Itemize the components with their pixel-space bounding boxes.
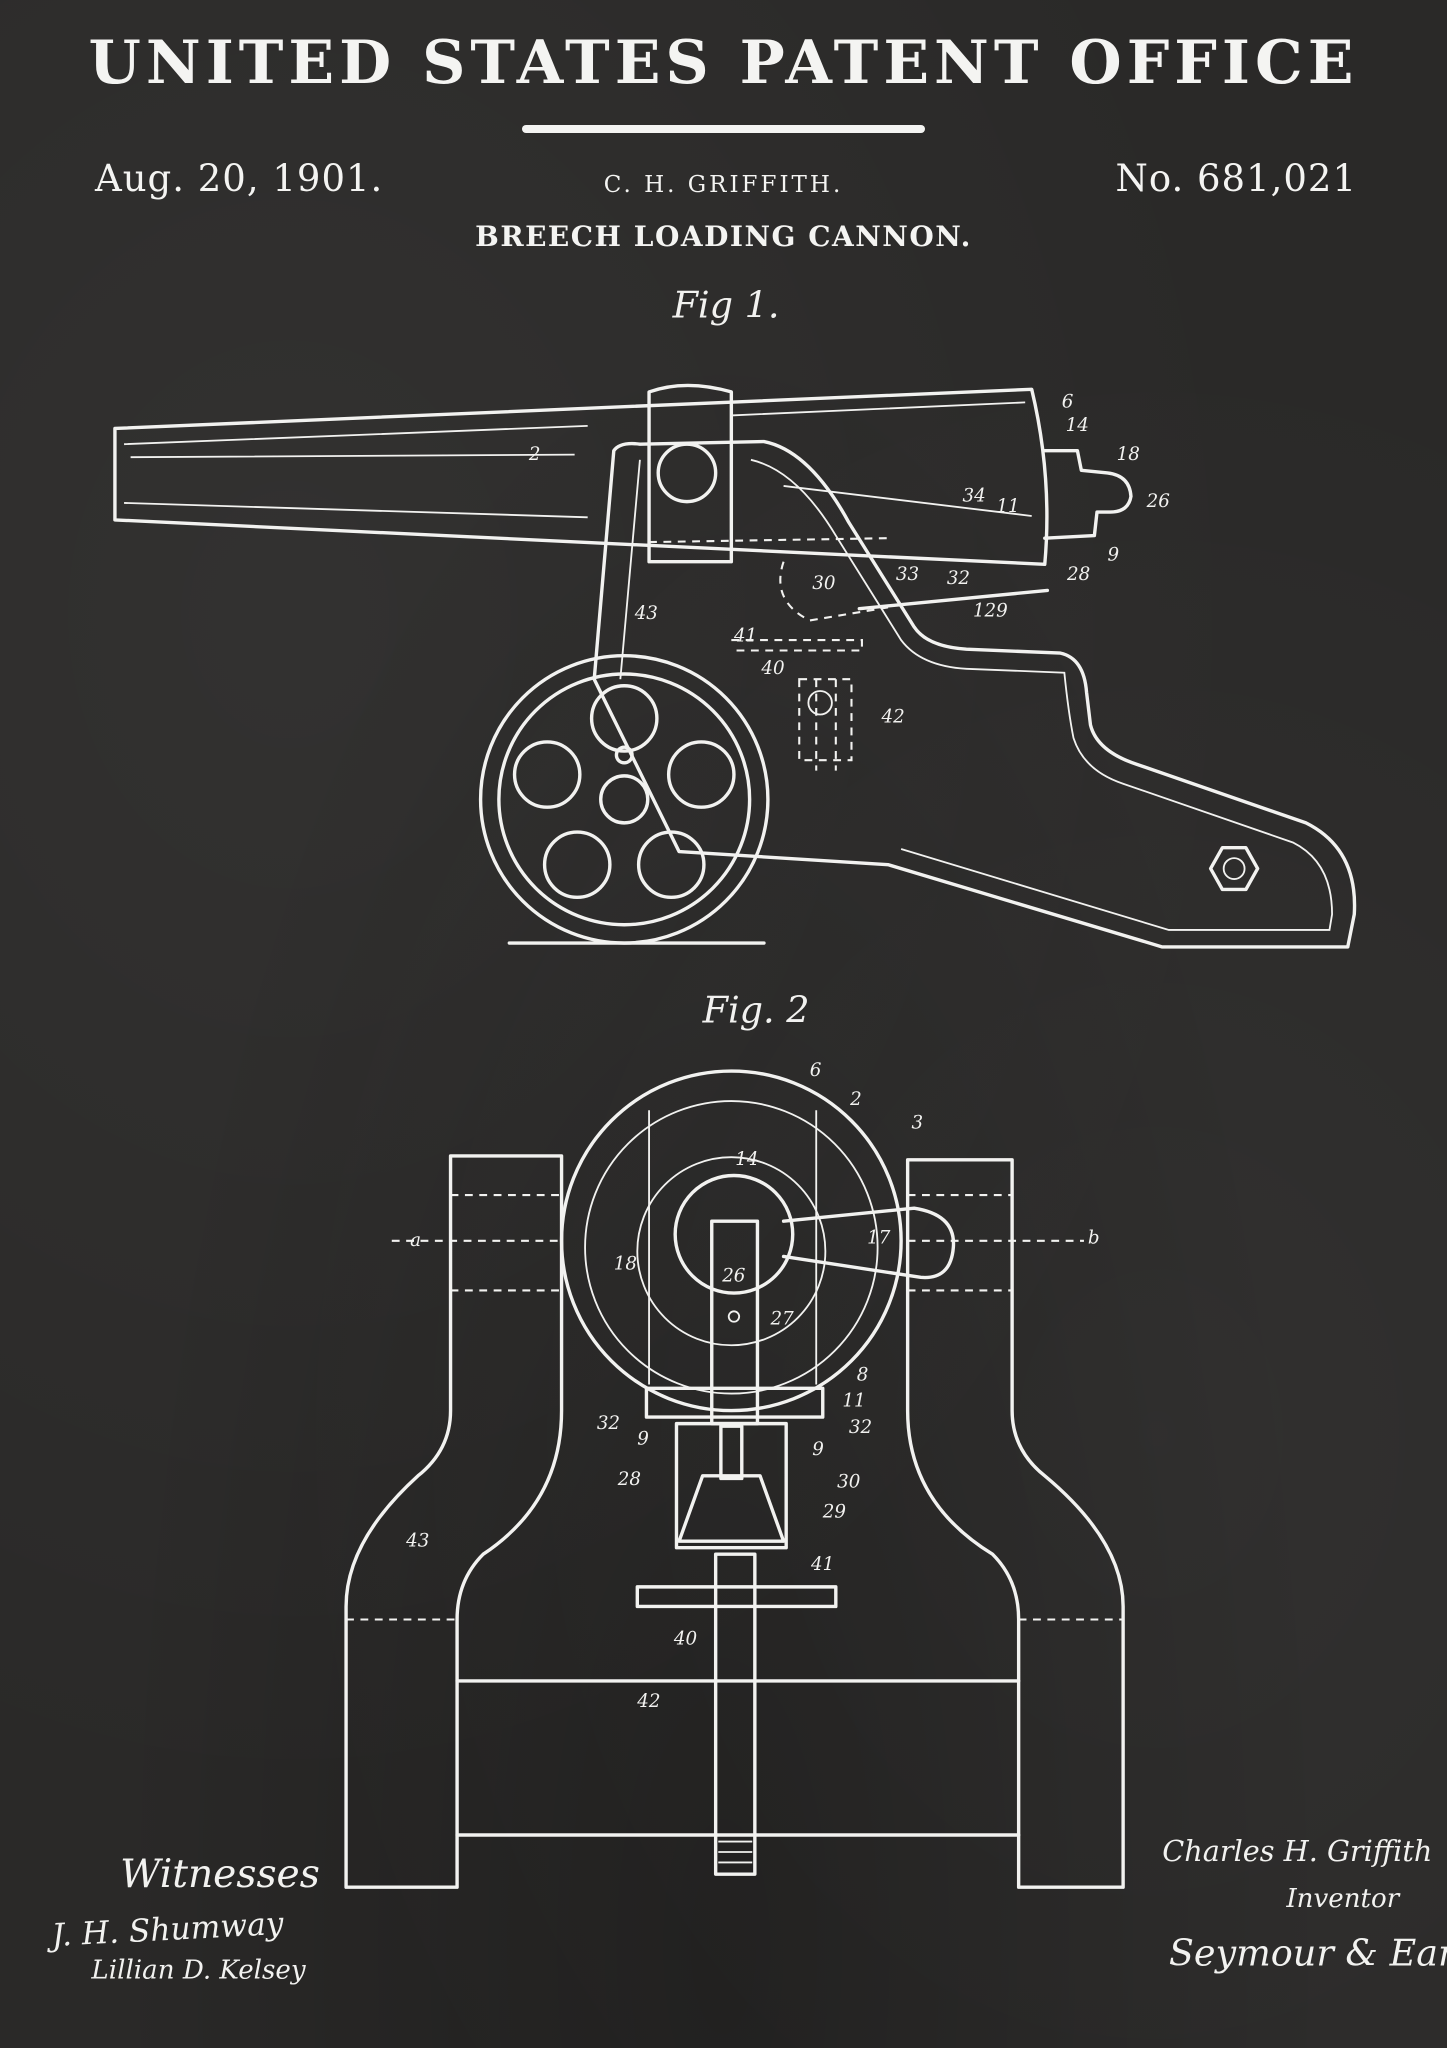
firing-block bbox=[674, 1421, 788, 1550]
title-divider bbox=[522, 125, 925, 133]
part-label: 26 bbox=[721, 1265, 746, 1286]
witness-signatures: Witnesses J. H. Shumway Lillian D. Kelse… bbox=[45, 1852, 320, 1985]
part-label: b bbox=[1088, 1227, 1100, 1248]
part-label: 27 bbox=[770, 1308, 795, 1329]
part-label: 40 bbox=[760, 658, 785, 679]
part-label: 9 bbox=[1107, 544, 1119, 565]
part-label: 42 bbox=[636, 1691, 660, 1712]
part-label: 41 bbox=[733, 625, 757, 646]
trunnion bbox=[656, 442, 718, 504]
part-label: 29 bbox=[822, 1502, 847, 1523]
lever-handle bbox=[781, 1206, 956, 1280]
part-label: 6 bbox=[810, 1060, 822, 1081]
part-label: 11 bbox=[996, 496, 1019, 517]
part-label: 11 bbox=[842, 1391, 865, 1412]
adjusting-plate bbox=[635, 1585, 838, 1609]
part-label: 8 bbox=[857, 1365, 869, 1386]
trunnion-housing bbox=[647, 383, 734, 564]
locking-bar bbox=[644, 1386, 825, 1419]
inventor-signature: Charles H. Griffith bbox=[1162, 1834, 1432, 1868]
elevating-screw bbox=[713, 1552, 757, 1876]
firing-rod bbox=[857, 588, 1050, 611]
part-label: 34 bbox=[962, 486, 985, 507]
part-label: 32 bbox=[947, 568, 970, 589]
part-label: 14 bbox=[735, 1149, 758, 1170]
part-label: 42 bbox=[881, 706, 905, 727]
witnesses-label: Witnesses bbox=[120, 1852, 320, 1897]
breech-face bbox=[559, 1069, 903, 1413]
part-label: 6 bbox=[1062, 392, 1074, 413]
breech-block bbox=[1043, 448, 1133, 540]
figure-2-caption: Fig. 2 bbox=[702, 989, 810, 1032]
attorney-signature: Seymour & Earle bbox=[1169, 1932, 1447, 1975]
right-cheek bbox=[905, 1158, 1125, 1889]
part-label: 32 bbox=[849, 1417, 872, 1438]
hex-nut bbox=[1208, 845, 1260, 892]
part-label: 41 bbox=[810, 1554, 834, 1575]
witness-1-signature: J. H. Shumway bbox=[45, 1906, 286, 1954]
part-label: 43 bbox=[634, 603, 658, 624]
part-label: 30 bbox=[837, 1472, 861, 1493]
part-label: 32 bbox=[597, 1413, 620, 1434]
part-label: 17 bbox=[867, 1227, 891, 1248]
part-label: 28 bbox=[617, 1469, 641, 1490]
inventor-signatures: Charles H. Griffith Inventor Seymour & E… bbox=[1162, 1834, 1447, 1974]
patent-date: Aug. 20, 1901. bbox=[95, 157, 384, 200]
patent-number: No. 681,021 bbox=[1115, 157, 1357, 200]
part-label: 33 bbox=[896, 564, 919, 585]
part-label: 2 bbox=[528, 444, 541, 465]
part-label: 18 bbox=[1117, 444, 1140, 465]
part-label: 14 bbox=[1066, 415, 1089, 436]
part-label: 30 bbox=[812, 573, 836, 594]
part-label: 3 bbox=[912, 1112, 924, 1133]
carriage bbox=[592, 439, 1357, 949]
figure-1-caption: Fig 1. bbox=[672, 283, 780, 326]
part-label: a bbox=[410, 1230, 421, 1251]
left-cheek bbox=[344, 1154, 564, 1889]
witness-2-signature: Lillian D. Kelsey bbox=[90, 1956, 306, 1986]
figure-1: Fig 1. 2 6 14 bbox=[113, 283, 1357, 949]
cannon-barrel bbox=[113, 387, 1049, 567]
patent-subtitle: BREECH LOADING CANNON. bbox=[475, 220, 972, 253]
figure-1-part-labels: 2 6 14 18 26 34 11 9 28 33 32 30 129 43 … bbox=[528, 392, 1170, 728]
part-label: 2 bbox=[849, 1089, 862, 1110]
inventor-name: C. H. GRIFFITH. bbox=[603, 172, 844, 198]
figure-2-part-labels: 6 2 3 14 a b 17 18 26 27 8 11 32 32 9 9 … bbox=[405, 1060, 1099, 1712]
wheel bbox=[478, 654, 770, 945]
part-label: 129 bbox=[973, 601, 1008, 622]
part-label: 43 bbox=[405, 1530, 429, 1551]
base-crossbar bbox=[455, 1679, 1021, 1837]
page-title: UNITED STATES PATENT OFFICE bbox=[88, 28, 1359, 98]
part-label: 9 bbox=[637, 1429, 649, 1450]
figure-2: Fig. 2 6 2 3 14 a b 17 18 26 27 8 bbox=[344, 989, 1125, 1889]
part-label: 26 bbox=[1146, 491, 1171, 512]
part-label: 28 bbox=[1066, 564, 1090, 585]
part-label: 40 bbox=[673, 1628, 698, 1649]
part-label: 9 bbox=[812, 1439, 824, 1460]
inventor-label: Inventor bbox=[1285, 1884, 1400, 1914]
breech-plug bbox=[673, 1173, 795, 1295]
part-label: 18 bbox=[614, 1254, 637, 1275]
